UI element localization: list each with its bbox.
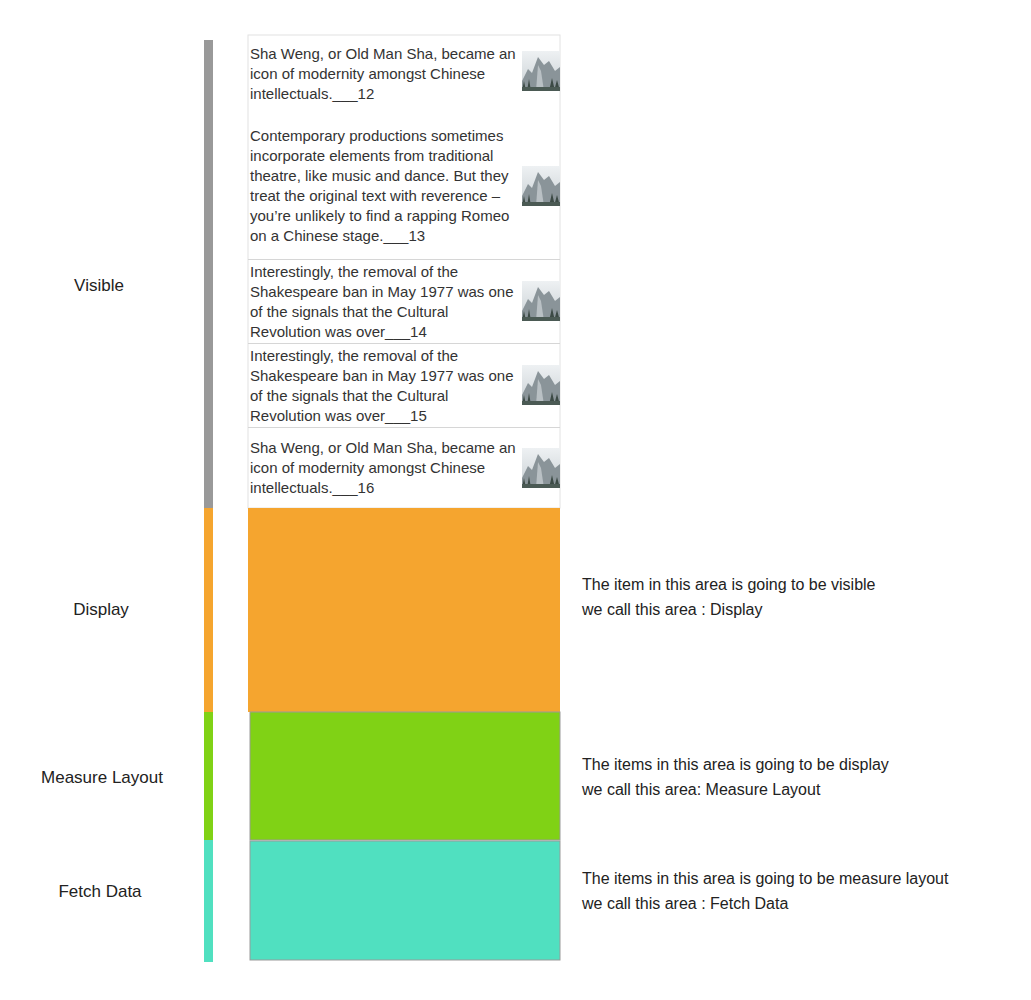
row-separator — [248, 427, 560, 428]
thumbnail — [522, 166, 560, 206]
measure-bar — [204, 712, 213, 840]
thumbnail — [522, 281, 560, 321]
cell-text: Sha Weng, or Old Man Sha, became an icon… — [250, 438, 518, 498]
list-panel — [248, 35, 560, 508]
measure-area — [250, 712, 560, 840]
list-cell: Sha Weng, or Old Man Sha, became an icon… — [250, 35, 518, 112]
row-separator — [248, 343, 560, 344]
list-cell: Sha Weng, or Old Man Sha, became an icon… — [250, 428, 518, 508]
thumbnail — [522, 51, 560, 91]
display-bar — [204, 508, 213, 712]
area-note: The items in this area is going to be me… — [582, 869, 948, 889]
thumbnail — [522, 365, 560, 405]
area-name: Measure Layout — [41, 768, 163, 788]
fetch-bar — [204, 840, 213, 962]
visible-bar — [204, 40, 213, 508]
row-separator — [248, 259, 560, 260]
cell-text: Sha Weng, or Old Man Sha, became an icon… — [250, 44, 518, 104]
list-cell: Contemporary productions sometimes incor… — [250, 112, 518, 259]
area-note: The items in this area is going to be di… — [582, 755, 889, 775]
area-note: The item in this area is going to be vis… — [582, 575, 875, 595]
cell-text: Contemporary productions sometimes incor… — [250, 126, 518, 246]
list-cell: Interestingly, the removal of the Shakes… — [250, 344, 518, 427]
thumbnail — [522, 448, 560, 488]
area-name: Display — [73, 600, 129, 620]
fetch-area — [250, 841, 560, 960]
list-cell: Interestingly, the removal of the Shakes… — [250, 260, 518, 343]
area-note: we call this area : Fetch Data — [582, 894, 788, 914]
area-note: we call this area: Measure Layout — [582, 780, 820, 800]
area-name: Fetch Data — [58, 882, 141, 902]
area-name: Visible — [74, 276, 124, 296]
cell-text: Interestingly, the removal of the Shakes… — [250, 346, 518, 426]
area-note: we call this area : Display — [582, 600, 763, 620]
cell-text: Interestingly, the removal of the Shakes… — [250, 262, 518, 342]
display-area — [248, 508, 560, 712]
